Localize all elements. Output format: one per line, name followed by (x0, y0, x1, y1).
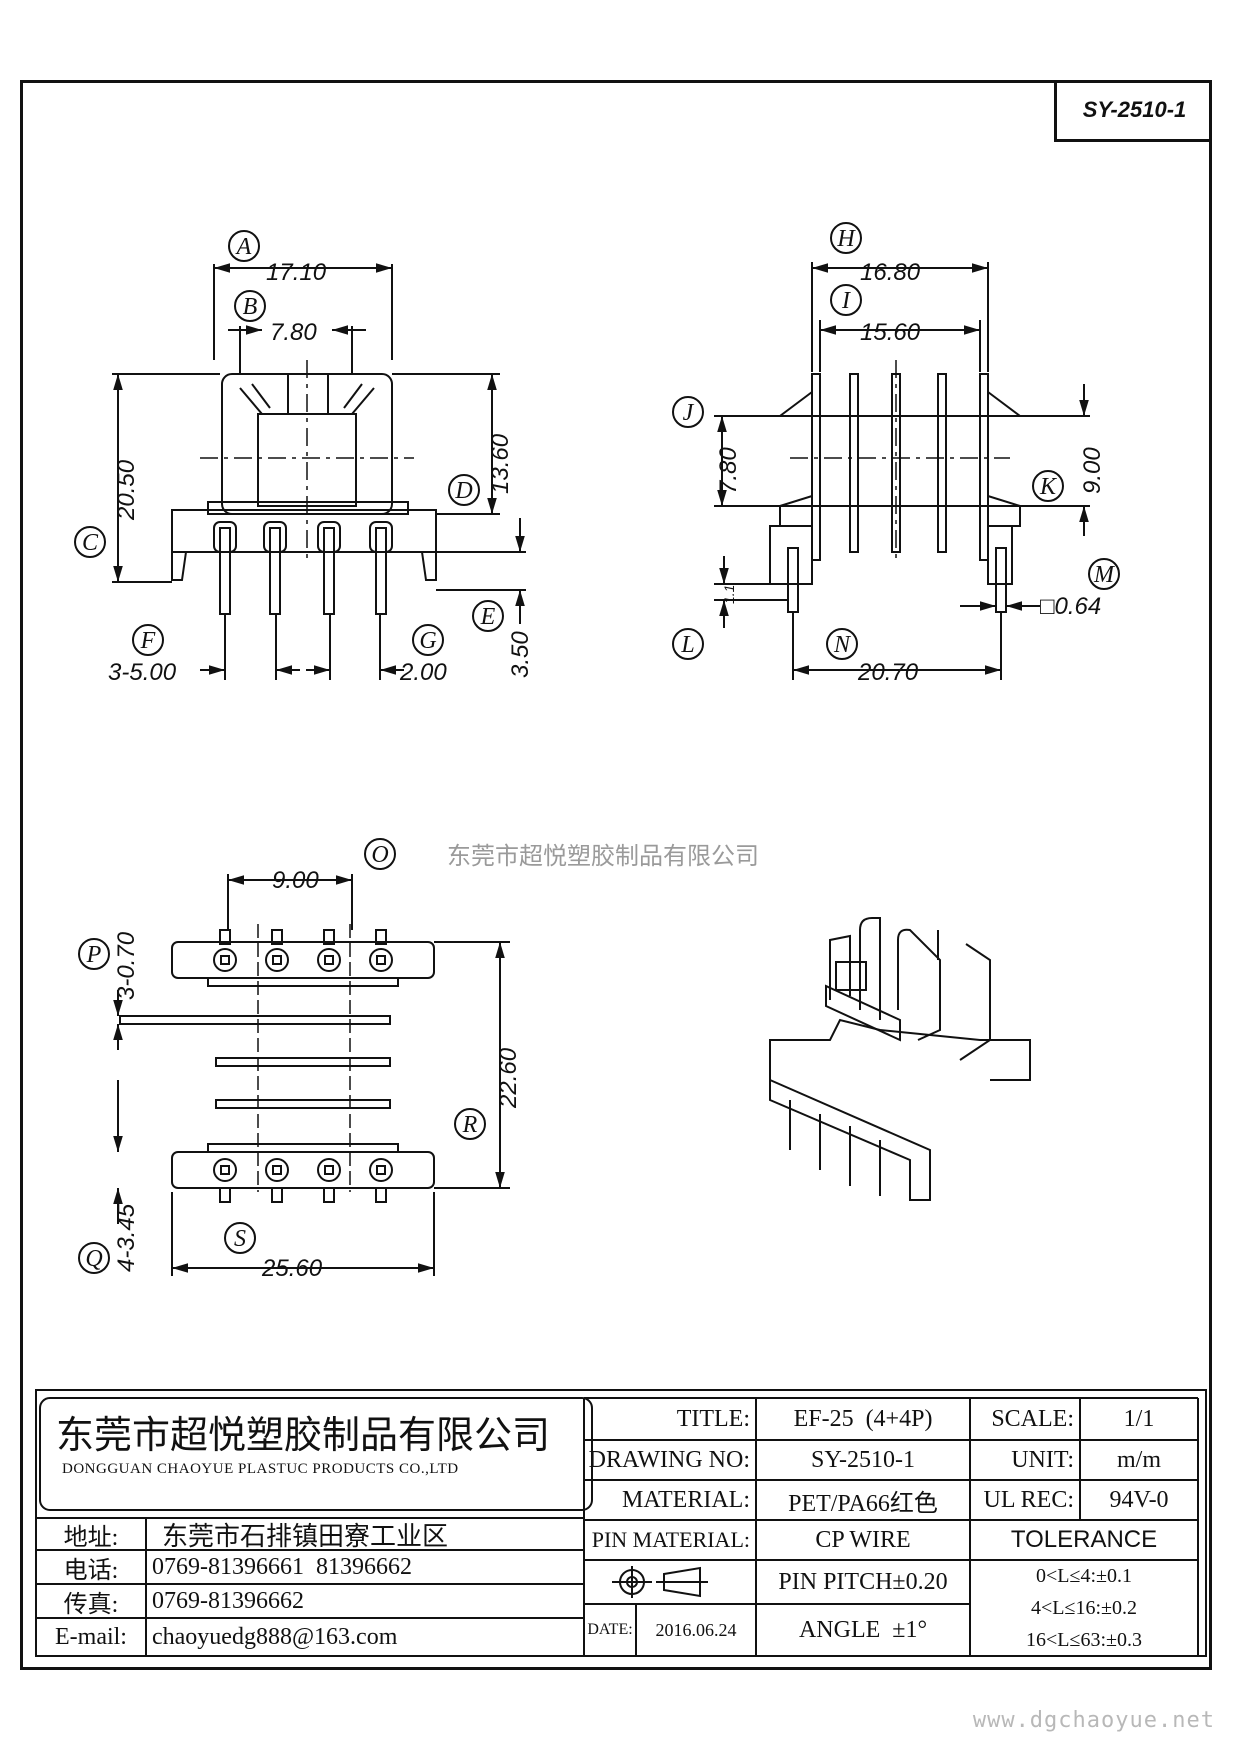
label-e: E (480, 604, 496, 630)
unit-value: m/m (1116, 1446, 1161, 1473)
dim-r: 22.60 (495, 1047, 522, 1109)
ul-label: UL REC: (983, 1486, 1074, 1513)
dim-d: 13.60 (487, 433, 514, 494)
label-a: A (235, 234, 252, 260)
ul-value: 94V-0 (1109, 1486, 1169, 1513)
fax-label: 传真: (63, 1591, 119, 1618)
dim-c: 20.50 (113, 459, 140, 521)
dim-f: 3-5.00 (108, 659, 177, 686)
email-label: E-mail: (55, 1623, 127, 1650)
front-view (112, 263, 526, 680)
drawing-no-label: DRAWING NO: (588, 1446, 750, 1473)
material-label: MATERIAL: (622, 1486, 750, 1513)
pin-pitch: PIN PITCH±0.20 (778, 1568, 948, 1595)
label-d: D (454, 478, 472, 504)
title-label: TITLE: (676, 1405, 750, 1432)
tel-label: 电话: (63, 1557, 119, 1584)
label-r: R (462, 1112, 478, 1138)
dim-b: 7.80 (270, 319, 317, 346)
side-view (714, 262, 1090, 680)
drawing-no-value: SY-2510-1 (810, 1446, 915, 1473)
drawing-number-box: SY-2510-1 (1054, 80, 1212, 142)
label-m: M (1093, 562, 1116, 588)
pin-material-value: CP WIRE (815, 1526, 911, 1553)
title-value: EF-25 (4+4P) (793, 1405, 933, 1432)
tolerance-range-1: 0<L≤4:±0.1 (1035, 1564, 1132, 1587)
dim-m: □0.64 (1040, 593, 1101, 620)
tolerance-label: TOLERANCE (1010, 1526, 1158, 1553)
label-h: H (836, 226, 856, 252)
circled-labels (74, 222, 1120, 1274)
dim-k: 9.00 (1079, 447, 1106, 494)
email-value[interactable]: chaoyuedg888@163.com (152, 1623, 398, 1650)
label-g: G (419, 628, 436, 654)
scale-value: 1/1 (1123, 1405, 1155, 1432)
unit-label: UNIT: (1011, 1446, 1074, 1473)
dim-p: 3-0.70 (113, 931, 140, 1000)
pin-material-label: PIN MATERIAL: (591, 1527, 750, 1552)
date-label: DATE: (587, 1621, 633, 1638)
dim-l: 1.1 (721, 585, 737, 604)
fax-value: 0769-81396662 (152, 1587, 304, 1614)
label-k: K (1039, 474, 1058, 500)
company-name-en: DONGGUAN CHAOYUE PLASTUC PRODUCTS CO.,LT… (62, 1460, 459, 1477)
label-b: B (243, 294, 258, 320)
tolerance-range-2: 4<L≤16:±0.2 (1030, 1596, 1137, 1619)
website[interactable]: www.dgchaoyue.net (972, 1708, 1215, 1733)
company-name-cn: 东莞市超悦塑胶制品有限公司 (56, 1414, 551, 1457)
bottom-pins (213, 929, 393, 1203)
label-i: I (841, 288, 851, 314)
label-letters: A B C D E F G H I J K L M N O P Q R S (82, 226, 1116, 1272)
watermark: 东莞市超悦塑胶制品有限公司 (447, 842, 759, 870)
dim-e: 3.50 (507, 631, 534, 678)
angle-tolerance: ANGLE ±1° (798, 1616, 928, 1643)
material-value: PET/PA66红色 (788, 1490, 938, 1517)
dim-j: 7.80 (715, 447, 742, 494)
label-q: Q (85, 1246, 102, 1272)
label-j: J (683, 400, 695, 426)
label-o: O (371, 842, 388, 868)
isometric-view (769, 917, 1031, 1201)
label-l: L (680, 632, 694, 658)
title-block-grid (35, 1389, 1207, 1657)
tolerance-range-3: 16<L≤63:±0.3 (1025, 1628, 1142, 1651)
dimension-texts: 17.10 7.80 20.50 13.60 3.50 3-5.00 2.00 … (108, 259, 1106, 1282)
label-p: P (86, 942, 102, 968)
label-s: S (234, 1226, 246, 1252)
dim-n: 20.70 (857, 659, 919, 686)
label-c: C (82, 530, 99, 556)
scale-label: SCALE: (991, 1405, 1074, 1432)
dim-h: 16.80 (860, 259, 921, 286)
dim-s: 25.60 (261, 1255, 323, 1282)
dim-i: 15.60 (860, 319, 921, 346)
dim-q: 4-3.45 (113, 1203, 140, 1272)
address-value: 东莞市石排镇田寮工业区 (162, 1521, 449, 1551)
drawing-frame (20, 80, 1212, 1670)
date-value: 2016.06.24 (655, 1619, 737, 1640)
dim-a: 17.10 (266, 259, 327, 286)
dim-g: 2.00 (399, 659, 447, 686)
front-pins (213, 521, 393, 615)
dim-o: 9.00 (272, 867, 319, 894)
tel-value: 0769-81396661 81396662 (152, 1553, 412, 1580)
label-f: F (140, 628, 156, 654)
bottom-view (113, 874, 510, 1276)
address-label: 地址: (63, 1524, 119, 1551)
label-n: N (833, 632, 852, 658)
